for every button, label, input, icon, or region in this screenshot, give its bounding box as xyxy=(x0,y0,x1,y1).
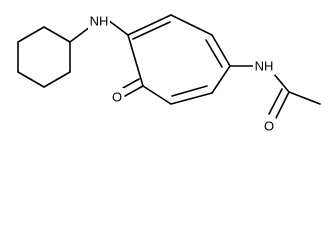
bond xyxy=(43,71,71,88)
bond-carbonyl xyxy=(124,85,144,97)
bond-nh-ring xyxy=(107,19,129,36)
bond xyxy=(17,26,45,43)
bond-double xyxy=(205,39,223,68)
chemical-structure: NH O NH O xyxy=(17,13,321,134)
bond xyxy=(211,65,231,94)
bond xyxy=(170,92,213,105)
bond-cyclohexyl-nh xyxy=(69,26,91,43)
bond xyxy=(127,34,144,87)
bond xyxy=(170,14,213,36)
bond-amide-co xyxy=(275,91,290,119)
bond-nh-carbonyl-c xyxy=(273,73,290,93)
tropone-ring xyxy=(127,14,231,105)
cyclohexane-ring xyxy=(17,26,71,88)
atom-amide-o: O xyxy=(264,118,274,133)
bond-amide-co-double xyxy=(268,88,283,115)
bond-carbonyl-double xyxy=(122,78,140,89)
bond xyxy=(142,85,172,105)
bond xyxy=(43,26,71,43)
bond-double xyxy=(171,85,208,97)
atom-nh-amide: NH xyxy=(255,58,274,73)
atom-nh-cyclohexyl: NH xyxy=(90,13,109,28)
bond-double xyxy=(132,21,171,40)
bond xyxy=(17,71,45,88)
bond xyxy=(127,14,172,36)
bond-c-methyl xyxy=(288,91,321,105)
bond xyxy=(211,34,231,67)
atom-carbonyl-o: O xyxy=(112,89,122,104)
